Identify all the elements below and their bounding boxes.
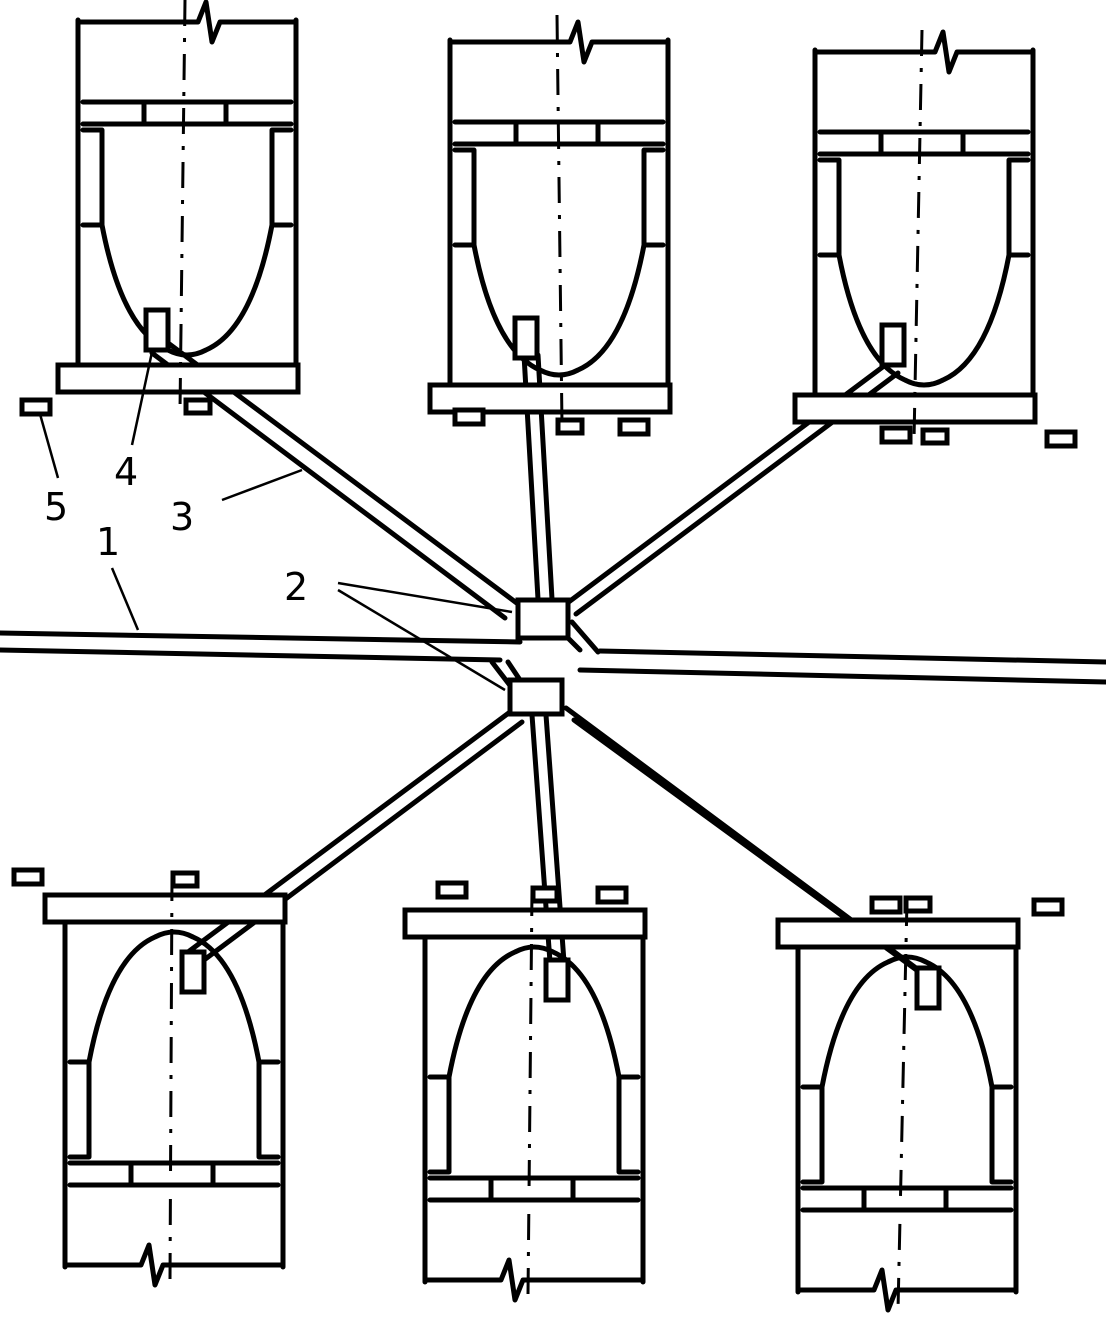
unit-top-left [58, 2, 298, 413]
label-marker: 5 [44, 485, 68, 529]
main-road [0, 630, 1106, 685]
unit-bottom-left [45, 873, 285, 1285]
label-junction: 2 [284, 565, 308, 609]
junction-box-top [515, 597, 571, 641]
junction-box-bottom [507, 677, 565, 717]
label-branch-pipe: 3 [170, 495, 194, 539]
leader-lines [38, 351, 513, 692]
unit-top-right [795, 32, 1035, 443]
markers [11, 397, 1078, 917]
unit-bottom-center [405, 888, 645, 1300]
unit-top-center [430, 22, 670, 433]
label-outlet: 4 [114, 450, 138, 494]
outlets [143, 307, 942, 1011]
label-main-road: 1 [96, 520, 120, 564]
center-axes [168, 0, 924, 1311]
